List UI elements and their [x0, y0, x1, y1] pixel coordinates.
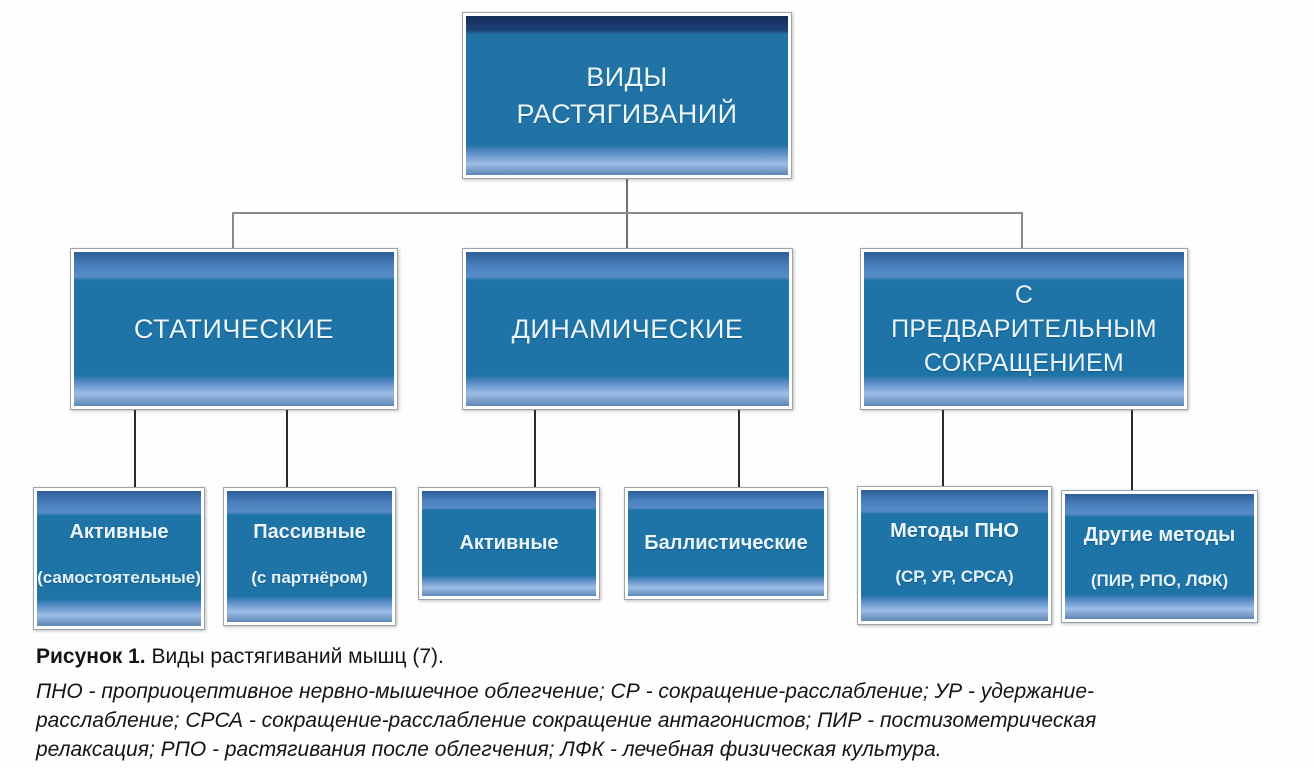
node-label: Пассивные [253, 521, 366, 543]
node-active-independent: Активные (самостоятельные) [33, 487, 205, 630]
node-label: Методы ПНО [890, 520, 1019, 542]
connector-static-active [134, 410, 136, 488]
node-with-preliminary-contraction: С ПРЕДВАРИТЕЛЬНЫМ СОКРАЩЕНИЕМ [860, 248, 1188, 410]
figure-caption-text: Виды растягиваний мышц (7). [145, 645, 444, 668]
node-label: С ПРЕДВАРИТЕЛЬНЫМ СОКРАЩЕНИЕМ [891, 281, 1157, 377]
node-label: Активные [69, 521, 169, 543]
node-other-methods: Другие методы (ПИР, РПО, ЛФК) [1061, 490, 1258, 623]
node-pnf-methods: Методы ПНО (СР, УР, СРСА) [857, 486, 1052, 625]
footnote-line: релаксация; РПО - растягивания после обл… [36, 738, 942, 761]
node-dynamic-active: Активные [418, 487, 600, 600]
node-sublabel: (ПИР, РПО, ЛФК) [1090, 571, 1229, 590]
footnote-line: ПНО - проприоцептивное нервно-мышечное о… [36, 680, 1094, 703]
figure-footnote: ПНО - проприоцептивное нервно-мышечное о… [36, 677, 1096, 764]
footnote-line: расслабление; СРСА - сокращение-расслабл… [36, 709, 1097, 732]
node-ballistic: Баллистические [624, 487, 828, 600]
connector-static-passive [286, 410, 288, 488]
connector-right-drop [1021, 212, 1023, 249]
node-sublabel: (СР, УР, СРСА) [895, 567, 1014, 586]
node-sublabel: (с партнёром) [251, 568, 368, 587]
node-dynamic: ДИНАМИЧЕСКИЕ [462, 248, 793, 410]
node-label: Баллистические [644, 532, 808, 554]
node-passive-with-partner: Пассивные (с партнёром) [223, 487, 396, 626]
connector-ballistic [738, 410, 740, 488]
connector-root-vertical [626, 179, 628, 249]
connector-horizontal-bus [232, 212, 1023, 214]
node-label: ДИНАМИЧЕСКИЕ [511, 313, 744, 344]
node-static: СТАТИЧЕСКИЕ [70, 248, 398, 410]
connector-dynamic-active [534, 410, 536, 488]
node-types-of-stretching: ВИДЫ РАСТЯГИВАНИЙ [462, 12, 792, 179]
connector-pnf-methods [942, 410, 944, 487]
figure-caption: Рисунок 1. Виды растягиваний мышц (7). [36, 645, 444, 669]
node-label: Активные [459, 532, 559, 554]
node-label: СТАТИЧЕСКИЕ [133, 313, 335, 344]
node-label: Другие методы [1083, 524, 1236, 546]
connector-other-methods [1131, 410, 1133, 491]
node-label: ВИДЫ РАСТЯГИВАНИЙ [516, 61, 738, 129]
figure-caption-number: Рисунок 1. [36, 645, 146, 668]
node-sublabel: (самостоятельные) [37, 568, 201, 587]
connector-left-drop [232, 212, 234, 249]
